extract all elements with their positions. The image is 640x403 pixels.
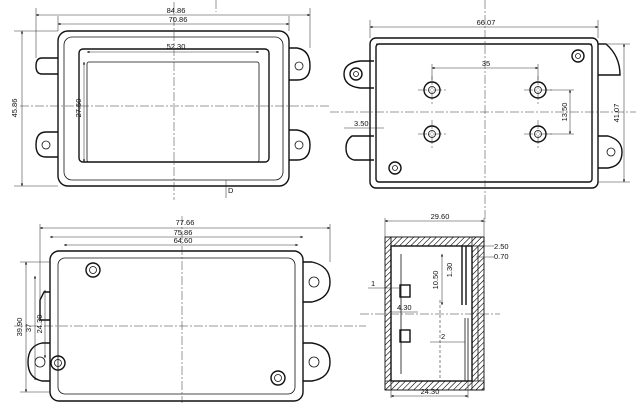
section-dim-tab-width: 4.30 — [397, 303, 412, 312]
top-dim-height: 41.07 — [612, 104, 621, 123]
front-ear-right-bottom — [289, 129, 311, 161]
top-tab-hole-left — [349, 67, 363, 81]
section-dim-depth: 29.60 — [431, 212, 450, 221]
back-ear-right-top — [303, 261, 331, 303]
top-body-outline — [369, 37, 599, 189]
top-dim-offset: 3.50 — [354, 119, 369, 128]
front-body-inner — [63, 36, 284, 181]
top-tab-right-bottom — [598, 135, 623, 169]
back-dim-outer-width: 75.86 — [174, 228, 193, 237]
section-dim-slot: 2 — [441, 332, 445, 341]
front-body-outline — [57, 30, 290, 187]
front-marker-d: D — [228, 186, 234, 195]
front-view: 84.86 70.86 52.30 27.50 45.86 D — [10, 0, 330, 200]
section-dim-lid-thickness: 2.50 — [494, 242, 509, 251]
section-dim-inner-depth: 24.30 — [421, 387, 440, 396]
back-view: 77.66 75.86 64.60 39.90 37 24.30 — [14, 216, 366, 403]
section-dim-boss-gap: 1.30 — [445, 263, 454, 278]
section-view: 29.60 2.50 0.70 10.50 1.30 1 4.30 2 24.3… — [360, 212, 509, 398]
front-ear-right-top — [289, 47, 311, 81]
section-tab-lower — [399, 329, 411, 343]
back-dim-overall-height: 39.90 — [15, 318, 24, 337]
front-dim-window-width: 52.30 — [167, 42, 186, 51]
top-dim-length: 66.07 — [477, 18, 496, 27]
top-dim-hole-spacing-x: 35 — [482, 59, 490, 68]
front-ear-hole-right-bottom — [294, 140, 304, 150]
back-dim-inner-height: 24.30 — [35, 315, 44, 334]
front-window-inner — [86, 61, 260, 163]
front-dim-window-height: 27.50 — [74, 99, 83, 118]
section-dim-boss-height: 10.50 — [431, 271, 440, 290]
back-dim-mid-height: 37 — [24, 324, 33, 332]
section-dim-lip: 0.70 — [494, 252, 509, 261]
front-dim-overall-width: 84.86 — [167, 6, 186, 15]
front-dim-body-width: 70.86 — [169, 15, 188, 24]
top-dim-hole-spacing-y: 13.50 — [560, 103, 569, 122]
front-dim-overall-height: 45.86 — [10, 99, 19, 118]
front-ear-left-bottom — [35, 131, 58, 158]
top-tab-left-top — [343, 60, 374, 89]
section-wall-profile — [384, 236, 485, 391]
back-dim-overall-width: 77.66 — [176, 218, 195, 227]
top-tab-right-top — [598, 43, 621, 76]
top-view: 66.07 35 13.50 41.07 3.50 — [330, 0, 636, 222]
back-dim-inner-width: 64.60 — [174, 236, 193, 245]
front-ear-hole-left — [41, 140, 51, 150]
front-ear-hole-right-top — [294, 61, 304, 71]
front-ear-left-top — [35, 57, 58, 75]
section-tab-upper — [399, 284, 411, 298]
back-ear-right-bottom — [303, 342, 331, 382]
section-dim-tab: 1 — [371, 279, 375, 288]
top-tab-left-bottom — [345, 135, 374, 161]
back-ear-left-bottom — [27, 342, 50, 382]
